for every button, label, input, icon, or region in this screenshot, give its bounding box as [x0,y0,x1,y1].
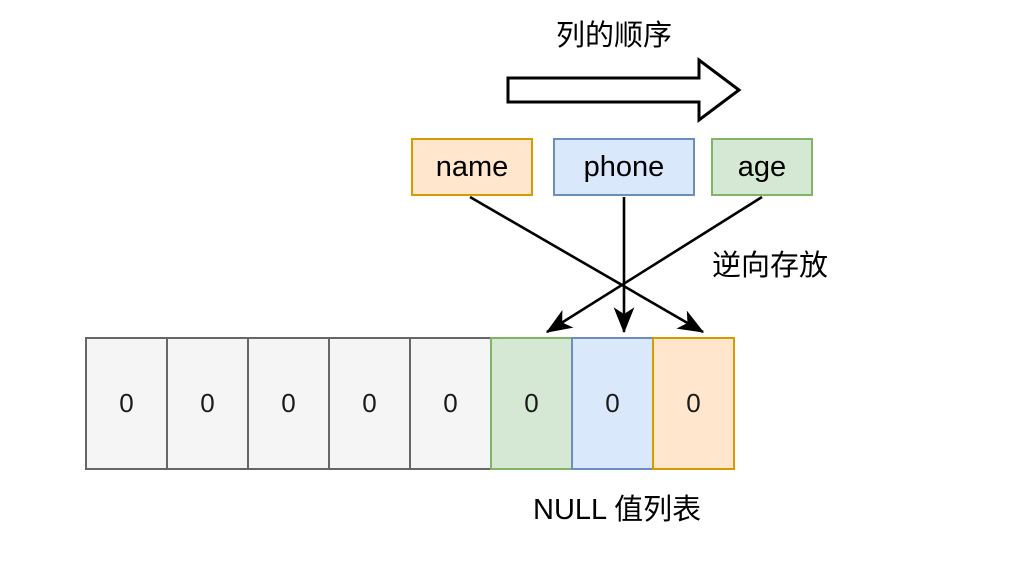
null-list-cell-phone: 0 [571,337,654,470]
null-list-cell-name: 0 [652,337,735,470]
null-list-cell-age: 0 [490,337,573,470]
null-list-cell: 0 [166,337,249,470]
null-list-cell: 0 [247,337,330,470]
null-list-cell: 0 [409,337,492,470]
mapping-arrow-age [545,195,763,334]
column-order-label: 列的顺序 [556,20,673,52]
column-box-age[interactable]: age [711,138,813,196]
null-value-list-label: NULL 值列表 [533,494,702,526]
column-box-phone[interactable]: phone [553,138,695,196]
null-list-cell: 0 [328,337,411,470]
column-box-name[interactable]: name [411,138,533,196]
mapping-arrow-name [469,195,705,334]
null-list-cell: 0 [85,337,168,470]
reverse-storage-label: 逆向存放 [712,250,829,282]
right-block-arrow-icon [506,57,742,123]
null-value-list: 0 0 0 0 0 0 0 0 [85,337,735,470]
